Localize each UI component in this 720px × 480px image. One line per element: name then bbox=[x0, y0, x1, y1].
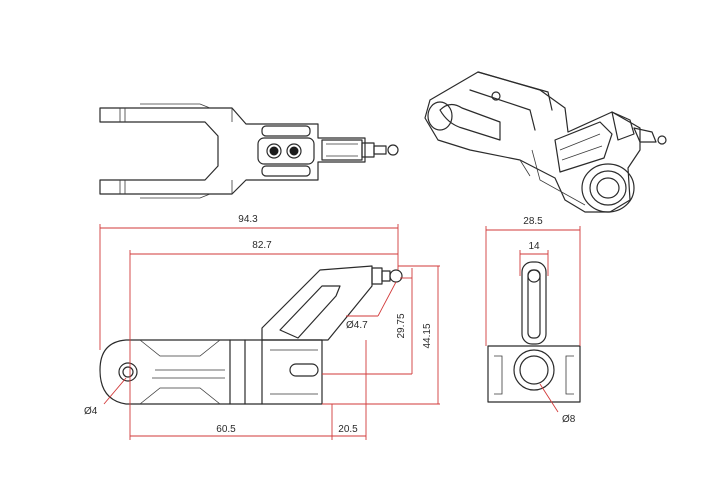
side-view bbox=[99, 265, 403, 405]
dim-ball-dia: Ø4.7 bbox=[346, 320, 368, 331]
dim-arm-height: 29.75 bbox=[396, 313, 407, 338]
front-view bbox=[487, 261, 581, 403]
dim-total-height: 44.15 bbox=[422, 323, 433, 348]
dim-total-width: 28.5 bbox=[523, 216, 543, 227]
dim-overall-length: 94.3 bbox=[238, 214, 258, 225]
dim-pin-hole-dia: Ø4 bbox=[84, 406, 98, 417]
dim-bore-dia: Ø8 bbox=[562, 414, 576, 425]
dim-arm-width: 14 bbox=[528, 241, 540, 252]
top-view bbox=[99, 103, 399, 199]
dim-body-length: 82.7 bbox=[252, 240, 272, 251]
isometric-view bbox=[424, 71, 667, 213]
dimension-lines bbox=[99, 224, 581, 440]
dim-fork-length: 60.5 bbox=[216, 424, 236, 435]
dim-hub-length: 20.5 bbox=[338, 424, 358, 435]
